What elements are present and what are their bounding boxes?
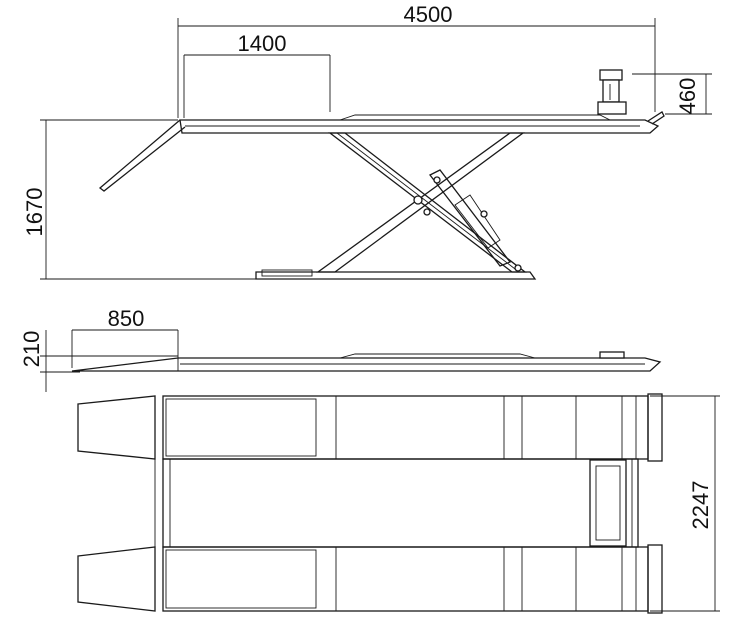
side-view-raised: 4500 1400 460 1670 [22,2,712,280]
dimension-jack-height: 460 [632,73,712,115]
dimension-ramp-length: 1400 [183,31,331,118]
dimension-max-height: 1670 [22,119,258,280]
jack-height-label: 460 [675,78,700,115]
ramp-length-label: 1400 [238,31,287,56]
width-label: 2247 [688,481,713,530]
dimension-lowered-ramp: 850 [71,306,179,368]
base-frame [255,269,537,280]
dimension-lowered-height: 210 [19,330,178,392]
runway-bottom [77,544,663,614]
scissor-arms [315,132,527,273]
wheel-clamp [597,69,627,115]
lowered-platform [71,351,662,372]
max-height-label: 1670 [22,188,47,237]
overall-length-label: 4500 [404,2,453,27]
side-view-lowered: 850 210 [19,306,662,392]
raised-platform [98,111,665,192]
top-view: 2247 [77,393,720,614]
lowered-height-label: 210 [19,331,44,368]
cross-frame [154,396,639,611]
dimension-width: 2247 [650,395,720,612]
runway-top [77,393,663,462]
lowered-ramp-label: 850 [108,306,145,331]
dimension-overall-length: 4500 [177,2,656,118]
